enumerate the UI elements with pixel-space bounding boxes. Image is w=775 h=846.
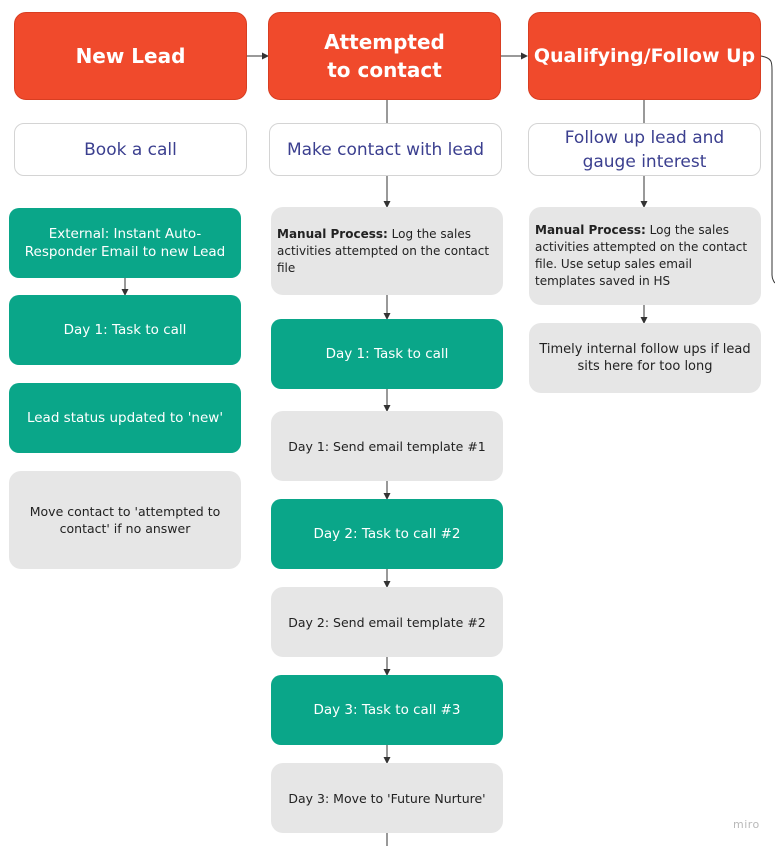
- header-new-lead-label: New Lead: [75, 44, 186, 68]
- step-day2-email-template-2-label: Day 2: Send email template #2: [288, 614, 486, 630]
- subtitle-follow-up-gauge-interest-label: Follow up lead and gauge interest: [564, 127, 725, 172]
- subtitle-make-contact[interactable]: Make contact with lead: [269, 123, 502, 176]
- step-timely-follow-ups-label: Timely internal follow ups if lead sits …: [539, 342, 751, 374]
- step-auto-responder[interactable]: External: Instant Auto-Responder Email t…: [9, 208, 241, 278]
- step-move-to-attempted[interactable]: Move contact to 'attempted to contact' i…: [9, 471, 241, 569]
- step-manual-process-log-label: Manual Process: Log the sales activities…: [277, 226, 497, 277]
- step-day2-task-to-call-2[interactable]: Day 2: Task to call #2: [271, 499, 503, 569]
- step-col3-manual-process[interactable]: Manual Process: Log the sales activities…: [529, 207, 761, 305]
- col3-manual-process-text: Log the sales activities attempted on th…: [535, 223, 748, 288]
- subtitle-book-a-call-label: Book a call: [84, 139, 177, 160]
- step-day1-email-template-1-label: Day 1: Send email template #1: [288, 438, 486, 454]
- step-day3-future-nurture[interactable]: Day 3: Move to 'Future Nurture': [271, 763, 503, 833]
- header-attempted-to-contact-label: Attempted to contact: [324, 30, 445, 82]
- header-qualifying-follow-up[interactable]: Qualifying/Follow Up: [528, 12, 761, 100]
- header-attempted-to-contact[interactable]: Attempted to contact: [268, 12, 501, 100]
- step-day3-task-to-call-3[interactable]: Day 3: Task to call #3: [271, 675, 503, 745]
- step-col2-day1-task-to-call[interactable]: Day 1: Task to call: [271, 319, 503, 389]
- subtitle-follow-up-gauge-interest[interactable]: Follow up lead and gauge interest: [528, 123, 761, 176]
- step-lead-status-new[interactable]: Lead status updated to 'new': [9, 383, 241, 453]
- step-day1-task-to-call-label: Day 1: Task to call: [63, 322, 187, 338]
- step-day3-task-to-call-3-label: Day 3: Task to call #3: [313, 702, 461, 718]
- header-new-lead[interactable]: New Lead: [14, 12, 247, 100]
- manual-process-bold: Manual Process:: [277, 226, 388, 241]
- step-col2-day1-task-to-call-label: Day 1: Task to call: [325, 346, 449, 362]
- miro-watermark: miro: [733, 818, 760, 831]
- subtitle-make-contact-label: Make contact with lead: [286, 139, 485, 160]
- step-day1-task-to-call[interactable]: Day 1: Task to call: [9, 295, 241, 365]
- subtitle-book-a-call[interactable]: Book a call: [14, 123, 247, 176]
- manual-process-text: Log the sales activities attempted on th…: [277, 226, 490, 275]
- header-qualifying-follow-up-label: Qualifying/Follow Up: [533, 45, 756, 67]
- col3-manual-process-bold: Manual Process:: [535, 223, 646, 237]
- step-manual-process-log[interactable]: Manual Process: Log the sales activities…: [271, 207, 503, 295]
- step-move-to-attempted-label: Move contact to 'attempted to contact' i…: [29, 504, 221, 536]
- step-col3-manual-process-label: Manual Process: Log the sales activities…: [535, 222, 755, 290]
- step-auto-responder-label: External: Instant Auto-Responder Email t…: [24, 226, 226, 260]
- step-day2-email-template-2[interactable]: Day 2: Send email template #2: [271, 587, 503, 657]
- step-day3-future-nurture-label: Day 3: Move to 'Future Nurture': [288, 790, 486, 806]
- step-lead-status-new-label: Lead status updated to 'new': [26, 410, 224, 426]
- step-timely-follow-ups[interactable]: Timely internal follow ups if lead sits …: [529, 323, 761, 393]
- step-day1-email-template-1[interactable]: Day 1: Send email template #1: [271, 411, 503, 481]
- arrow-qualifying-exit: [760, 55, 775, 284]
- step-day2-task-to-call-2-label: Day 2: Task to call #2: [313, 526, 461, 542]
